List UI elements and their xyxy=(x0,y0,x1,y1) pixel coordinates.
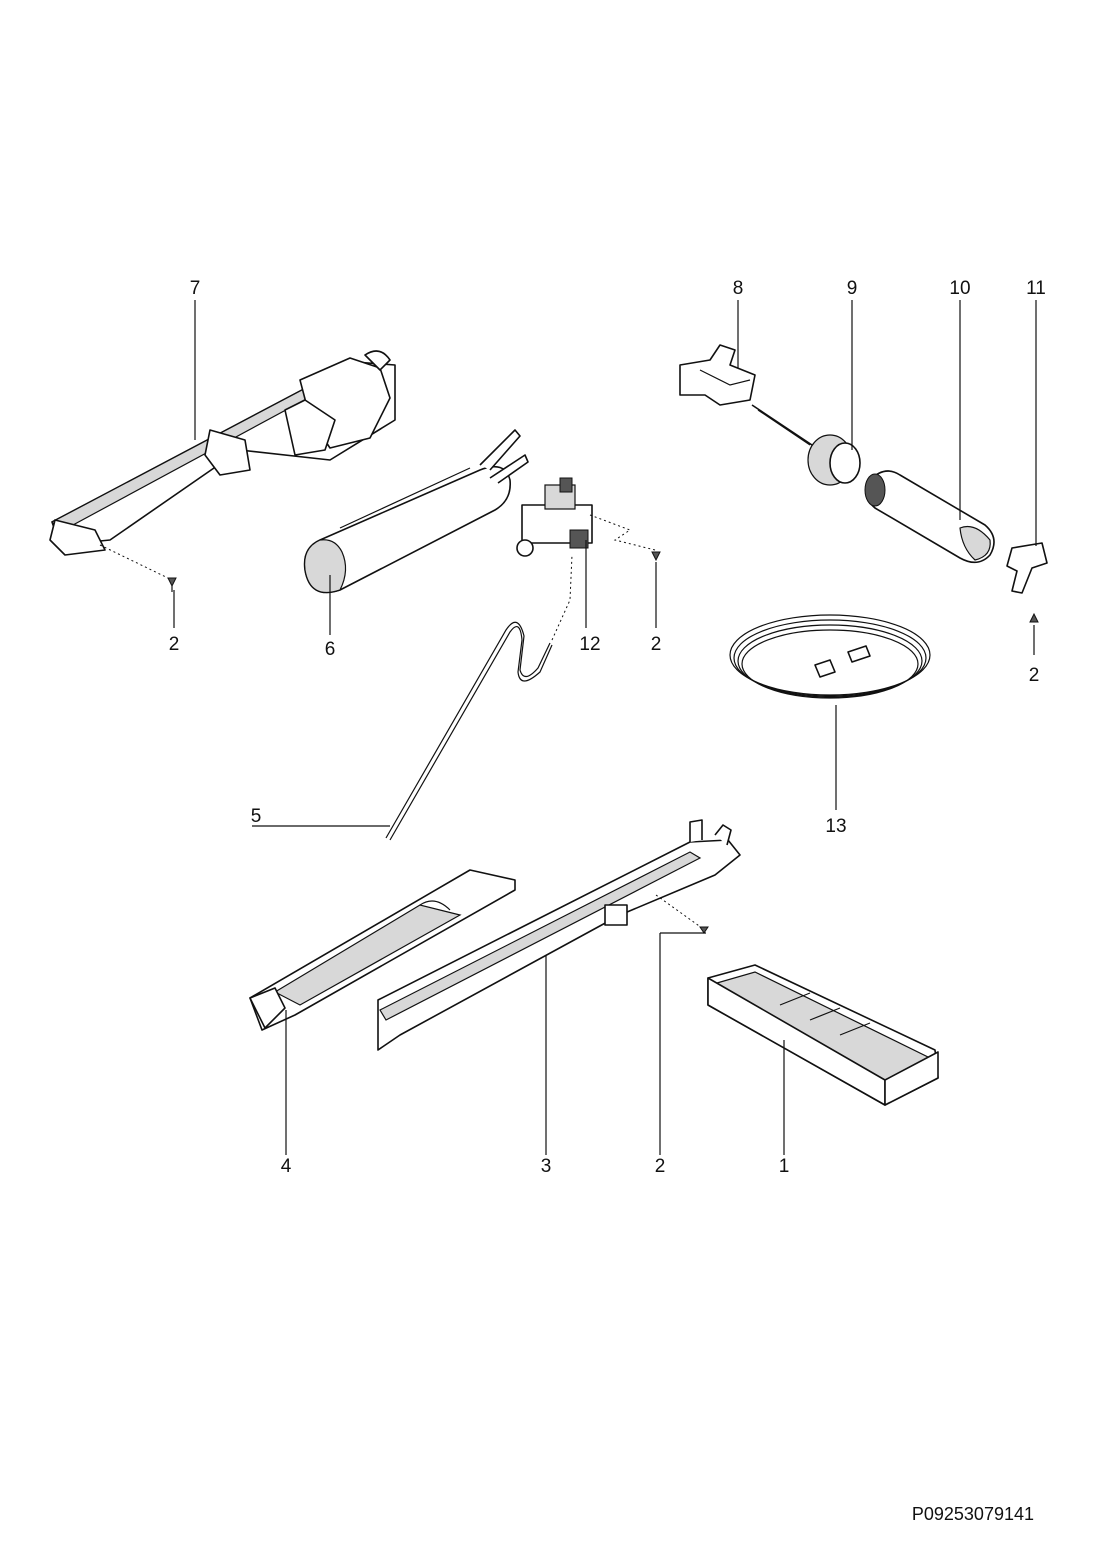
drawing-code: P09253079141 xyxy=(912,1504,1034,1524)
water-tank-icon xyxy=(303,429,529,594)
callout-9: 9 xyxy=(847,278,858,299)
callout-4: 4 xyxy=(281,1156,292,1177)
screw-icon xyxy=(167,577,177,592)
screw-icon xyxy=(1029,612,1039,623)
tray-icon xyxy=(707,964,939,1106)
filter-head-icon xyxy=(751,404,861,486)
callout-12: 12 xyxy=(579,634,600,655)
callout-2-bottom: 2 xyxy=(655,1156,666,1177)
filter-housing-icon xyxy=(49,350,396,556)
hose-kit-icon xyxy=(729,614,931,699)
screw-icon xyxy=(699,926,709,934)
callout-6: 6 xyxy=(325,639,336,660)
channel-cover-icon xyxy=(377,819,741,1051)
screw-icon xyxy=(651,551,661,562)
clip-icon xyxy=(1006,542,1048,594)
callout-2-left: 2 xyxy=(169,634,180,655)
bracket-icon xyxy=(679,344,756,406)
trim-cover-icon xyxy=(249,869,516,1031)
callout-2-mid: 2 xyxy=(651,634,662,655)
callout-10: 10 xyxy=(949,278,970,299)
callout-5: 5 xyxy=(251,806,262,827)
callout-11: 11 xyxy=(1026,278,1046,299)
callout-1: 1 xyxy=(779,1156,790,1177)
solenoid-valve-icon xyxy=(516,477,593,557)
water-tube-icon xyxy=(385,621,553,841)
callout-13: 13 xyxy=(825,816,846,837)
callout-8: 8 xyxy=(733,278,744,299)
callout-7: 7 xyxy=(190,278,201,299)
callout-2-right: 2 xyxy=(1029,665,1040,686)
water-filter-icon xyxy=(864,470,995,564)
callout-3: 3 xyxy=(541,1156,552,1177)
